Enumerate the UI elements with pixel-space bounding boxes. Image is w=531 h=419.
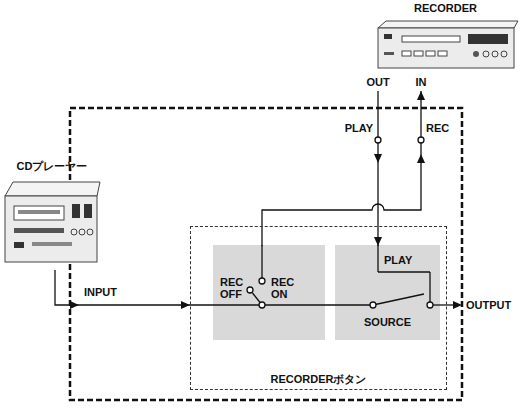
- grey-panel: [213, 245, 325, 340]
- arrowhead: [181, 301, 190, 309]
- pivot: [259, 302, 265, 308]
- signal-label: IN: [416, 76, 427, 88]
- switch-blade: [373, 294, 424, 305]
- node-text: RECORDER: [368, 2, 523, 14]
- grey-panel: [335, 245, 440, 340]
- switch-panel: REC OFF REC ON: [214, 246, 326, 341]
- wire: [377, 245, 378, 272]
- wire: [433, 304, 455, 305]
- node-text: REC ON: [271, 276, 299, 300]
- contact: [247, 287, 253, 293]
- connector: [377, 91, 378, 137]
- device: RECORDER: [368, 2, 523, 72]
- wire: [378, 271, 430, 272]
- cd-player-device: [2, 174, 102, 270]
- node-text: PLAY: [384, 254, 412, 266]
- node-text: SOURCE: [364, 316, 411, 328]
- wire: [265, 304, 370, 305]
- recorder-device: [368, 18, 523, 72]
- contact: [259, 278, 265, 284]
- button-group-box: RECORDERボタン REC OFF REC ON PLAY SOURCE: [190, 226, 447, 390]
- wire: [261, 245, 262, 278]
- junction: [375, 137, 381, 143]
- outer-dashed-box: [70, 108, 462, 400]
- signal-label: REC: [426, 122, 449, 134]
- junction: [418, 137, 424, 143]
- node-text: REC OFF: [220, 276, 248, 300]
- wire: [190, 304, 259, 305]
- signal-label: PLAY: [345, 122, 373, 134]
- device: CDプレーヤー: [2, 160, 102, 270]
- switch-panel: PLAY SOURCE: [336, 246, 441, 341]
- connector: [55, 270, 190, 305]
- node-text: CDプレーヤー: [2, 160, 102, 172]
- node-text: RECORDERボタン: [191, 373, 446, 385]
- wire: [429, 272, 430, 302]
- arrowhead: [374, 237, 382, 246]
- signal-label: OUT: [366, 76, 389, 88]
- signal-label: OUTPUT: [466, 299, 511, 311]
- connector: [377, 143, 378, 246]
- signal-label: INPUT: [84, 286, 117, 298]
- arrowhead: [417, 91, 425, 100]
- contact: [427, 302, 433, 308]
- arrowhead: [453, 301, 462, 309]
- contact: [370, 302, 376, 308]
- connector: [262, 143, 421, 246]
